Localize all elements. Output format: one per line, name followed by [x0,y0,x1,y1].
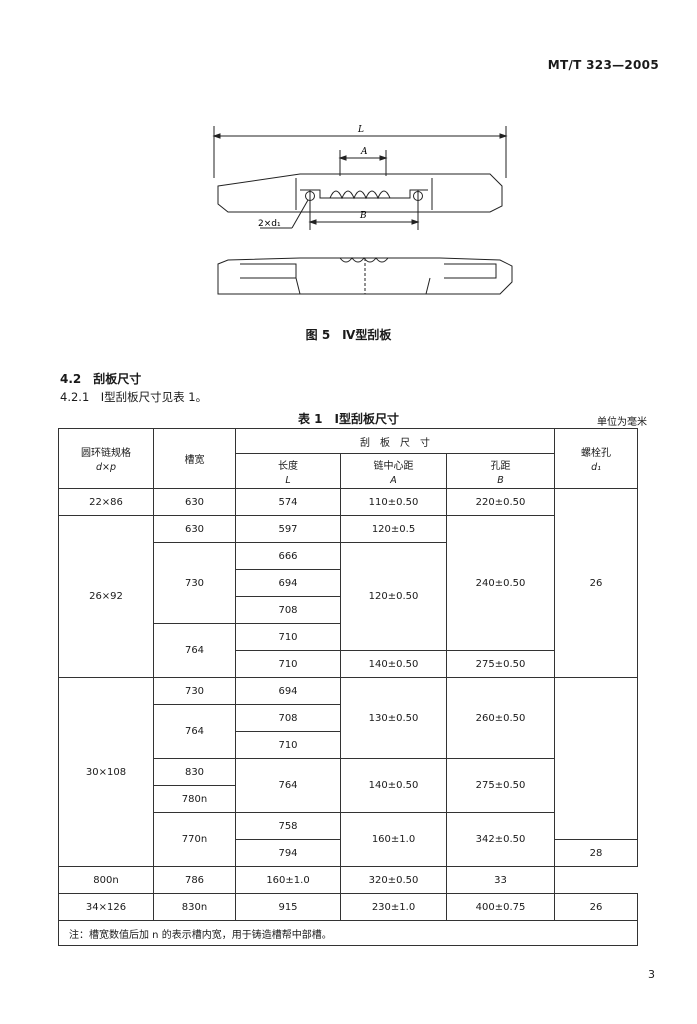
cell-hole: 240±0.50 [445,515,556,651]
cell-groove: 830 [153,758,236,786]
cell-center: 140±0.50 [340,758,447,813]
cell-length: 574 [235,488,341,516]
section-text: 4.2.1 Ⅰ型刮板尺寸见表 1。 [60,390,208,404]
cell-hole: 260±0.50 [445,677,556,759]
page-number: 3 [648,968,655,981]
header-groove: 槽宽 [153,428,236,489]
section-heading: 4.2 刮板尺寸 [60,372,142,386]
cell-center: 130±0.50 [340,677,447,759]
cell-groove: 800n [58,866,154,894]
cell-length: 694 [235,569,341,597]
cell-center: 160±1.0 [235,866,341,894]
dim-B-label: B [359,211,367,221]
cell-center: 140±0.50 [340,650,447,678]
cell-length: 710 [235,650,341,678]
cell-groove: 730 [153,677,236,705]
hole-label: 2×d₁ [258,219,281,229]
cell-groove: 630 [153,515,236,543]
scraper-drawing: L A B 2×d₁ [212,125,513,295]
cell-length: 694 [235,677,341,705]
cell-bolt: 33 [445,866,556,894]
cell-length: 710 [235,623,341,651]
cell-groove: 780n [153,785,236,813]
cell-chain: 30×108 [58,677,154,867]
cell-length: 597 [235,515,341,543]
cell-chain: 26×92 [58,515,154,678]
cell-groove: 764 [153,704,236,759]
table-title: 表 1 Ⅰ型刮板尺寸 [298,412,399,426]
cell-length: 708 [235,704,341,732]
cell-groove: 630 [153,488,236,516]
cell-bolt [554,677,639,840]
cell-hole: 275±0.50 [445,758,556,813]
cell-bolt: 26 [554,488,639,678]
table-note: 注：槽宽数值后加 n 的表示槽内宽，用于铸造槽帮中部槽。 [57,920,639,946]
dim-L-label: L [357,125,364,135]
cell-hole: 400±0.75 [445,893,556,921]
cell-chain: 34×126 [58,893,154,921]
cell-center: 160±1.0 [340,812,447,867]
standard-code: MT/T 323—2005 [547,58,659,72]
cell-groove: 764 [153,623,236,678]
cell-bolt: 26 [554,893,639,921]
cell-center: 230±1.0 [340,893,447,921]
cell-length: 915 [235,893,341,921]
cell-length: 708 [235,596,341,624]
figure-caption: 图 5 Ⅳ型刮板 [305,328,392,342]
dim-A-label: A [360,147,368,157]
cell-length: 764 [235,758,341,813]
cell-chain: 22×86 [58,488,154,516]
cell-bolt: 28 [554,839,639,867]
cell-length: 786 [153,866,236,894]
cell-hole: 220±0.50 [445,488,556,516]
cell-groove: 830n [153,893,236,921]
cell-hole: 342±0.50 [445,812,556,867]
cell-length: 666 [235,542,341,570]
cell-center: 110±0.50 [340,488,447,516]
cell-center: 120±0.50 [340,542,447,651]
cell-length: 758 [235,812,341,840]
cell-length: 794 [235,839,341,867]
cell-groove: 770n [153,812,236,867]
cell-hole: 320±0.50 [340,866,447,894]
header-group: 刮 板 尺 寸 [234,428,556,454]
cell-center: 120±0.5 [340,515,447,543]
cell-groove: 730 [153,542,236,624]
cell-hole: 275±0.50 [445,650,556,678]
cell-length: 710 [235,731,341,759]
table-unit: 单位为毫米 [597,417,647,428]
